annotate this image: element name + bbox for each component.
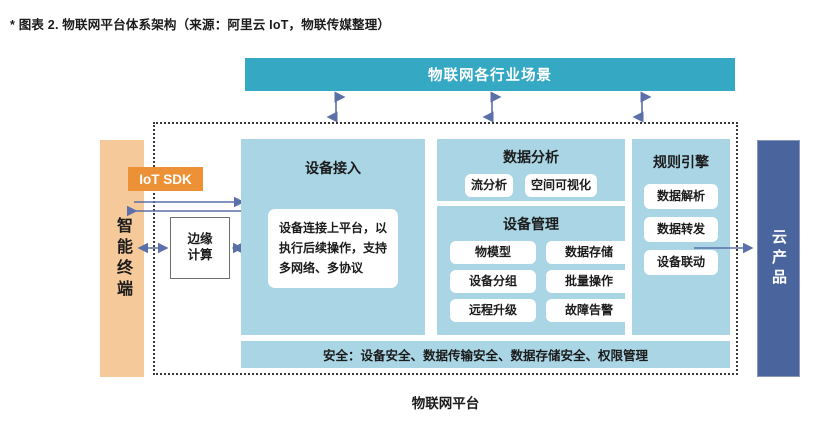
- connector-terminal-edge: [137, 242, 169, 254]
- device-management-item[interactable]: 故障告警: [546, 299, 632, 322]
- rules-engine-item[interactable]: 数据解析: [644, 184, 718, 209]
- data-analysis-item[interactable]: 流分析: [464, 174, 513, 197]
- data-analysis-title: 数据分析: [503, 149, 559, 165]
- rules-engine-item[interactable]: 数据转发: [644, 217, 718, 242]
- edge-computing-line1: 边缘: [187, 232, 213, 247]
- device-access-panel: 设备接入 设备连接上平台，以执行后续操作，支持多网络、多协议: [241, 139, 425, 335]
- smart-terminal-label: 智能终端: [114, 216, 131, 301]
- figure-caption: * 图表 2. 物联网平台体系架构（来源：阿里云 IoT，物联传媒整理）: [10, 18, 391, 32]
- security-label: 安全：设备安全、数据传输安全、数据存储安全、权限管理: [322, 349, 648, 363]
- connector-terminal-access: [127, 196, 245, 217]
- device-management-item[interactable]: 远程升级: [450, 299, 536, 322]
- device-management-panel: 设备管理 物模型 数据存储 设备分组 批量操作 远程升级 故障告警: [437, 206, 632, 335]
- data-analysis-panel: 数据分析 流分析 空间可视化: [437, 139, 625, 201]
- device-management-item[interactable]: 设备分组: [450, 270, 536, 293]
- rules-engine-item[interactable]: 设备联动: [644, 250, 718, 275]
- security-bar: 安全：设备安全、数据传输安全、数据存储安全、权限管理: [241, 341, 730, 368]
- rules-engine-title: 规则引擎: [653, 154, 709, 170]
- cloud-products-panel: 云产品: [757, 140, 800, 377]
- connector-industry-arrows: [326, 91, 652, 123]
- rules-engine-items: 数据解析 数据转发 设备联动: [632, 184, 730, 275]
- industry-scenarios-bar: 物联网各行业场景: [245, 58, 735, 91]
- device-access-note: 设备连接上平台，以执行后续操作，支持多网络、多协议: [268, 209, 398, 289]
- cloud-products-label: 云产品: [770, 228, 787, 289]
- edge-computing-line2: 计算: [187, 248, 213, 262]
- device-management-item[interactable]: 物模型: [450, 241, 536, 264]
- industry-scenarios-label: 物联网各行业场景: [428, 68, 552, 84]
- edge-computing-box: 边缘 计算: [170, 217, 230, 279]
- connector-edge-access: [231, 242, 244, 254]
- device-access-title: 设备接入: [305, 160, 361, 176]
- device-management-item[interactable]: 批量操作: [546, 270, 632, 293]
- rules-engine-panel: 规则引擎 数据解析 数据转发 设备联动: [632, 139, 730, 335]
- device-management-items: 物模型 数据存储 设备分组 批量操作 远程升级 故障告警: [437, 234, 632, 322]
- iot-sdk-badge: IoT SDK: [128, 167, 203, 191]
- data-analysis-item[interactable]: 空间可视化: [525, 174, 598, 197]
- platform-caption: 物联网平台: [411, 396, 480, 411]
- device-management-item[interactable]: 数据存储: [546, 241, 632, 264]
- data-analysis-items: 流分析 空间可视化: [437, 174, 625, 197]
- connector-rules-cloud: [694, 242, 754, 254]
- device-management-title: 设备管理: [503, 216, 559, 232]
